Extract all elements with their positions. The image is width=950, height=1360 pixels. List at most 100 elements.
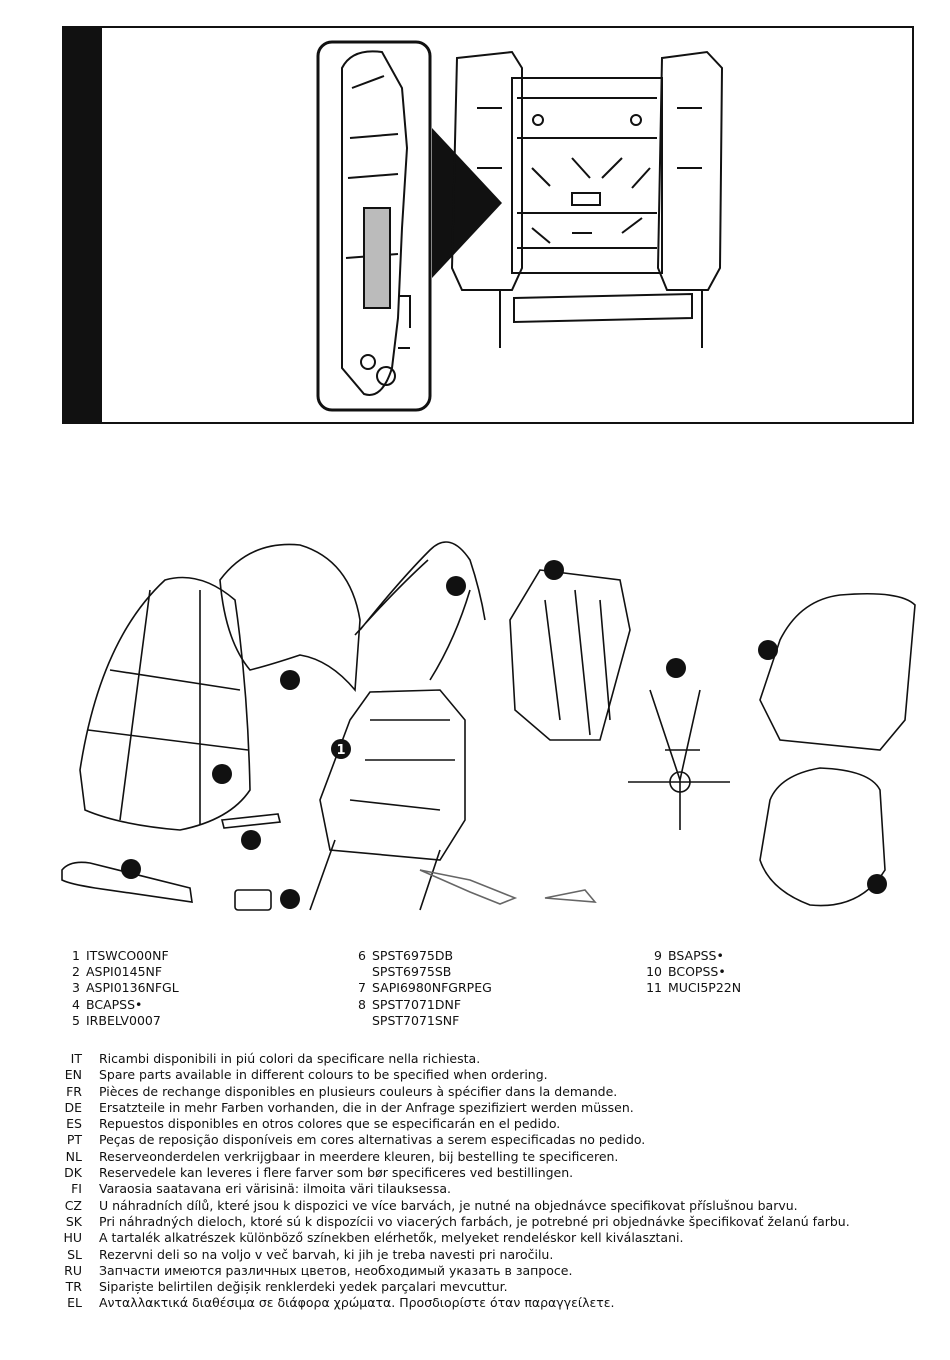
part-number: 2 xyxy=(72,964,80,980)
language-text: Ersatzteile in mehr Farben vorhanden, di… xyxy=(99,1099,634,1115)
backrest-shell xyxy=(509,569,631,741)
language-note: ES Repuestos disponibles en otros colores… xyxy=(56,1116,850,1132)
parts-exploded-diagram: 1 xyxy=(61,541,916,911)
language-text: A tartalék alkatrészek különböző színekb… xyxy=(99,1230,684,1246)
part-code: BCOPSS• xyxy=(668,964,726,980)
part-number: 6 xyxy=(358,948,366,963)
part-number: 3 xyxy=(72,980,80,996)
part-number: 1 xyxy=(72,948,80,963)
language-code: FR xyxy=(66,1083,82,1099)
language-code: DE xyxy=(64,1099,82,1115)
list-item: 8 SPST7071DNF xyxy=(356,997,492,1013)
list-item: 3 ASPI0136NFGL xyxy=(62,980,179,996)
language-text: Ricambi disponibili in piú colori da spe… xyxy=(99,1051,481,1066)
rain-cover xyxy=(79,576,251,831)
list-item: 11 MUCI5P22N xyxy=(644,980,741,996)
callout-1-marker xyxy=(331,739,351,759)
part-number: 5 xyxy=(72,1012,80,1028)
part-code: ITSWCO00NF xyxy=(86,948,169,963)
car-seat-base-underside-icon xyxy=(316,40,724,412)
part-number: 10 xyxy=(646,964,662,980)
part-code: MUCI5P22N xyxy=(668,980,742,996)
language-code: RU xyxy=(64,1262,82,1278)
language-code: EN xyxy=(64,1067,82,1083)
part-code: SPST6975SB xyxy=(372,964,452,980)
part-code: BCAPSS• xyxy=(86,996,143,1012)
arrow-right-icon xyxy=(432,128,502,278)
list-item: 10 BCOPSS• xyxy=(644,964,741,980)
language-note: DE Ersatzteile in mehr Farben vorhanden, … xyxy=(56,1100,850,1116)
part-number: 4 xyxy=(72,996,80,1012)
language-note: SK Pri náhradných dieloch, ktoré sú k dis… xyxy=(56,1214,850,1230)
panel-side-bar xyxy=(64,28,102,422)
language-code: PT xyxy=(66,1132,82,1148)
language-text: Pri náhradných dieloch, ktoré sú k dispo… xyxy=(99,1213,850,1229)
hood xyxy=(219,543,361,693)
language-note: HU A tartalék alkatrészek különböző színe… xyxy=(56,1230,850,1246)
list-item: 9 BSAPSS• xyxy=(644,948,741,964)
language-note: RU Запчасти имеются различных цветов, нео… xyxy=(56,1263,850,1279)
part-number xyxy=(356,1013,366,1029)
shoulder-strap xyxy=(354,541,486,681)
language-note: CZ U náhradních dílů, které jsou k dispoz… xyxy=(56,1198,850,1214)
language-code: NL xyxy=(65,1148,82,1164)
detail-highlight xyxy=(363,207,391,309)
small-bracket xyxy=(221,813,281,829)
language-note: EL Ανταλλακτικά διαθέσιμα σε διάφορα χρώμ… xyxy=(56,1295,850,1311)
part-number: 7 xyxy=(358,980,366,996)
list-item: 2 ASPI0145NF xyxy=(62,964,179,980)
language-text: Ανταλλακτικά διαθέσιμα σε διάφορα χρώματ… xyxy=(99,1295,615,1311)
language-code: IT xyxy=(70,1051,82,1066)
language-text: Varaosia saatavana eri värisinä: ilmoita… xyxy=(99,1181,451,1197)
harness xyxy=(628,689,730,830)
seat-frame xyxy=(319,689,466,861)
callout-1-label: 1 xyxy=(336,743,345,758)
language-note: TR Sipariște belirtilen değișik renklerde… xyxy=(56,1279,850,1295)
language-code: TR xyxy=(65,1279,82,1295)
list-item: SPST6975SB xyxy=(356,964,492,980)
part-number: 8 xyxy=(358,996,366,1012)
clip-part xyxy=(234,889,272,911)
seat-pad xyxy=(759,592,916,751)
language-code: ES xyxy=(66,1116,82,1132)
part-number: 9 xyxy=(654,948,662,963)
language-code: SK xyxy=(65,1213,82,1229)
callout-markers xyxy=(121,560,887,909)
part-code: SPST7071DNF xyxy=(372,996,462,1012)
part-number xyxy=(356,964,366,980)
language-text: Reserveonderdelen verkrijgbaar in meerde… xyxy=(99,1148,619,1164)
language-code: EL xyxy=(67,1295,82,1311)
language-text: Rezervni deli so na voljo v več barvah, … xyxy=(99,1246,554,1262)
list-item: 6 SPST6975DB xyxy=(356,948,492,964)
part-code: SPST6975DB xyxy=(372,948,454,963)
language-code: CZ xyxy=(64,1197,82,1213)
part-code: SAPI6980NFGRPEG xyxy=(372,980,492,996)
language-text: Sipariște belirtilen değișik renklerdeki… xyxy=(99,1279,508,1295)
language-text: Запчасти имеются различных цветов, необх… xyxy=(99,1262,573,1278)
language-note: FR Pièces de rechange disponibles en plus… xyxy=(56,1084,850,1100)
language-text: U náhradních dílů, které jsou k dispozic… xyxy=(99,1197,798,1213)
part-code: BSAPSS• xyxy=(668,948,724,963)
list-item: SPST7071SNF xyxy=(356,1013,492,1029)
language-code: SL xyxy=(67,1246,82,1262)
language-text: Pièces de rechange disponibles en plusie… xyxy=(99,1083,618,1099)
instruction-panel xyxy=(62,26,914,424)
part-number: 11 xyxy=(646,980,662,996)
part-code: ASPI0145NF xyxy=(86,964,163,980)
part-code: SPST7071SNF xyxy=(372,1012,460,1028)
list-item: 7 SAPI6980NFGRPEG xyxy=(356,980,492,996)
language-code: HU xyxy=(63,1230,82,1246)
language-note: IT Ricambi disponibili in piú colori da s… xyxy=(56,1051,850,1067)
language-text: Repuestos disponibles en otros colores q… xyxy=(99,1116,561,1132)
part-code: ASPI0136NFGL xyxy=(86,980,179,996)
detail-zoom-box xyxy=(316,40,432,412)
list-item: 4 BCAPSS• xyxy=(62,997,179,1013)
language-notes: IT Ricambi disponibili in piú colori da s… xyxy=(56,1051,850,1312)
